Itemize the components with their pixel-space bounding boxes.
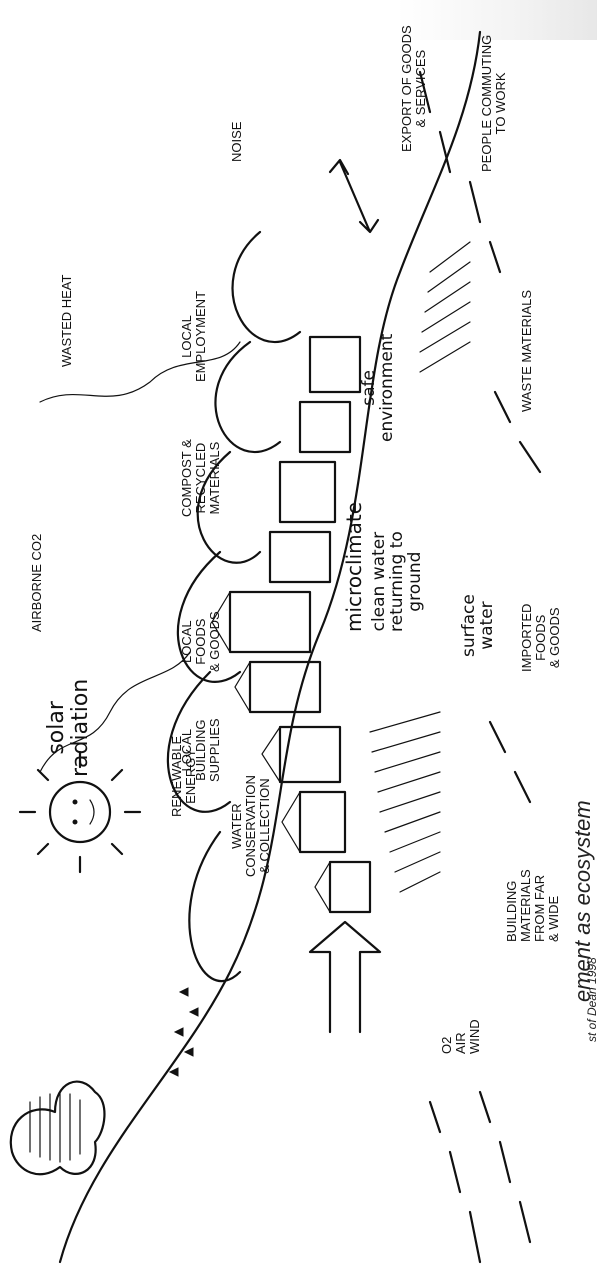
rain-cloud: [11, 988, 198, 1174]
o2-air-arrow: [310, 922, 380, 1032]
noise-arrow: [330, 160, 378, 232]
label-airborne-co2: AIRBORNE CO2: [30, 534, 44, 632]
label-wasted-heat: WASTED HEAT: [60, 275, 74, 367]
figure-credit: st of Dean 1998: [585, 957, 597, 1042]
label-noise: NOISE: [230, 122, 244, 162]
label-microclimate: microclimate: [345, 502, 363, 632]
label-waste-materials: WASTE MATERIALS: [520, 290, 534, 412]
hill-ridge: [60, 32, 480, 1262]
label-export-goods: EXPORT OF GOODS& SERVICES: [400, 25, 428, 152]
